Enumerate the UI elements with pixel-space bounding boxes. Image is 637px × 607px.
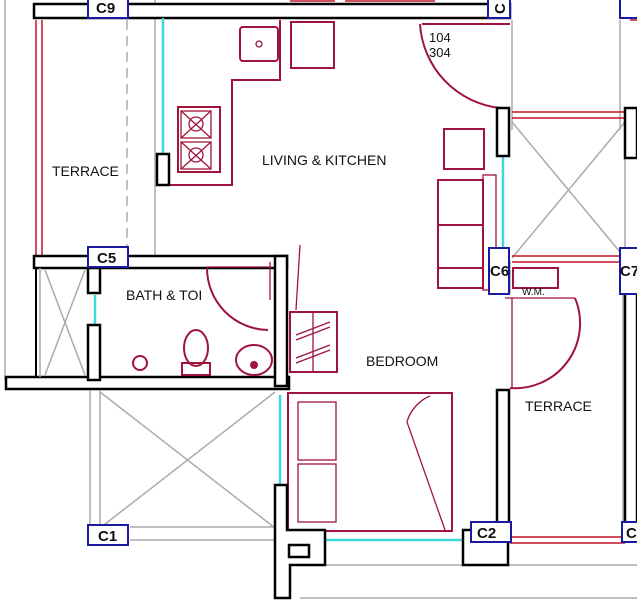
shaft-bottom-left [89,390,276,541]
room-label-living-kitchen: LIVING & KITCHEN [262,152,386,168]
kitchen-counter [155,20,335,187]
svg-text:C: C [626,525,637,542]
column-c7: C7 [619,247,637,295]
svg-text:W.M.: W.M. [522,287,545,298]
unit-number: 304 [429,45,451,60]
bottom-walls [273,483,625,600]
washing-machine: W.M. [512,267,559,298]
terrace-railing-left [35,20,43,255]
column-top-far-right [619,0,637,19]
bath-walls [4,254,291,391]
toilet-icon [181,329,211,376]
column-c-bottom-right: C [621,521,637,543]
svg-text:C7: C7 [620,263,637,280]
windows [93,18,505,542]
floor-drain-icon [132,355,148,371]
sofa [437,128,497,291]
bed [287,392,453,532]
room-label-bath: BATH & TOI [126,287,202,303]
svg-text:C2: C2 [477,525,496,542]
wardrobe [289,244,338,373]
column-c9: C9 [87,0,129,19]
fridge-icon [290,21,335,69]
svg-text:C6: C6 [490,263,509,280]
stove-icon [177,106,221,173]
svg-text:C5: C5 [97,250,116,267]
washbasin-icon [235,344,273,376]
sink-icon [239,26,279,62]
column-c2: C2 [470,521,512,543]
column-c1: C1 [87,524,129,546]
svg-text:C: C [492,3,509,14]
svg-text:C9: C9 [96,0,115,17]
shaft-right [511,111,626,263]
entrance-door[interactable] [419,23,510,109]
column-c6: C6 [488,247,510,295]
room-label-terrace-left: TERRACE [52,163,119,179]
unit-number: 104 [429,30,451,45]
column-c5: C5 [87,246,129,268]
bath-door[interactable] [206,262,271,331]
room-label-terrace-right: TERRACE [525,398,592,414]
column-c-top-right: C [487,0,511,19]
svg-text:C1: C1 [98,528,117,545]
room-label-bedroom: BEDROOM [366,353,438,369]
terrace-door-right[interactable] [505,297,582,390]
